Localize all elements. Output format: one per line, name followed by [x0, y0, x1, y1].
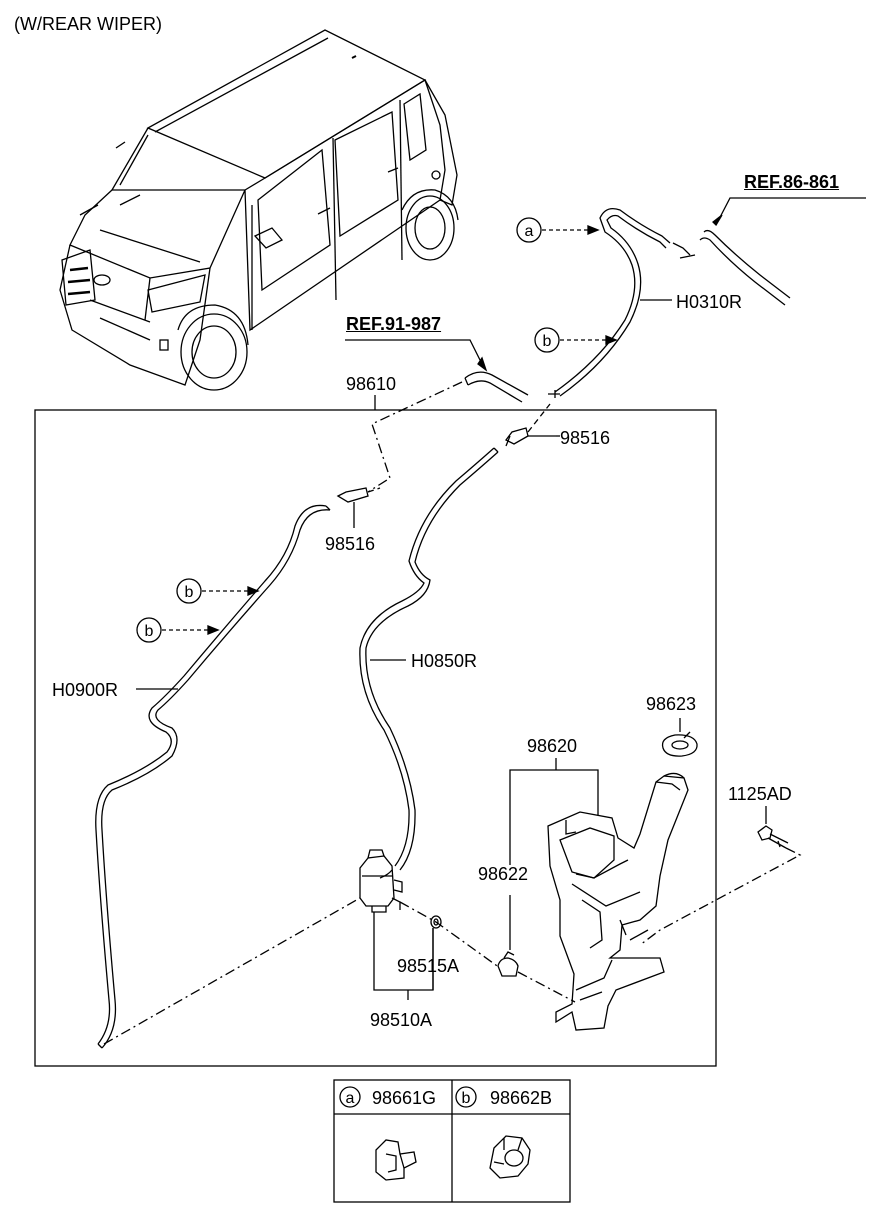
label-98623: 98623 — [646, 694, 697, 714]
hose-h0850r — [359, 447, 499, 871]
legend-letter-a: a — [346, 1090, 355, 1107]
cap-98623 — [661, 718, 698, 757]
bolt-1125ad — [639, 806, 802, 946]
ref-86-hose — [699, 197, 866, 306]
diagram-title: (W/REAR WIPER) — [14, 14, 162, 34]
label-h0310r: H0310R — [676, 292, 743, 312]
label-98516-upper: 98516 — [560, 428, 611, 448]
legend-part-b: 98662B — [490, 1088, 553, 1108]
callout-arrows — [162, 225, 618, 635]
label-98610: 98610 — [346, 374, 397, 394]
callout-b-1: b — [543, 333, 552, 350]
label-98515a: 98515A — [397, 956, 460, 976]
strainer-98622 — [497, 758, 599, 977]
reservoir-98620 — [547, 772, 689, 1031]
callout-a-1: a — [525, 223, 534, 240]
legend-part-a: 98661G — [372, 1088, 437, 1108]
ref-91-987: REF.91-987 — [346, 314, 442, 334]
clip-98661g — [375, 1139, 417, 1181]
callout-b-2: b — [185, 584, 194, 601]
ref-86-861: REF.86-861 — [744, 172, 840, 192]
hose-h0310r — [548, 207, 696, 398]
label-h0900r: H0900R — [52, 680, 119, 700]
label-98516-lower: 98516 — [325, 534, 376, 554]
pump-98510a — [359, 849, 434, 1000]
car-illustration — [59, 29, 459, 391]
label-98622: 98622 — [478, 864, 529, 884]
clip-98662b — [489, 1135, 531, 1179]
assembly-frame — [34, 409, 717, 1067]
label-h0850r: H0850R — [411, 651, 478, 671]
callout-b-3: b — [145, 623, 154, 640]
ref-91-hose — [345, 339, 529, 403]
nozzle-98516-lower — [336, 487, 381, 528]
label-98510a: 98510A — [370, 1010, 433, 1030]
nozzle-98516-upper — [505, 403, 556, 447]
legend-letter-b: b — [462, 1090, 471, 1107]
hose-h0900r — [95, 504, 331, 1049]
grommet-98515a — [430, 915, 442, 929]
label-1125ad: 1125AD — [728, 784, 792, 804]
label-98620: 98620 — [527, 736, 578, 756]
legend-table — [333, 1079, 571, 1203]
